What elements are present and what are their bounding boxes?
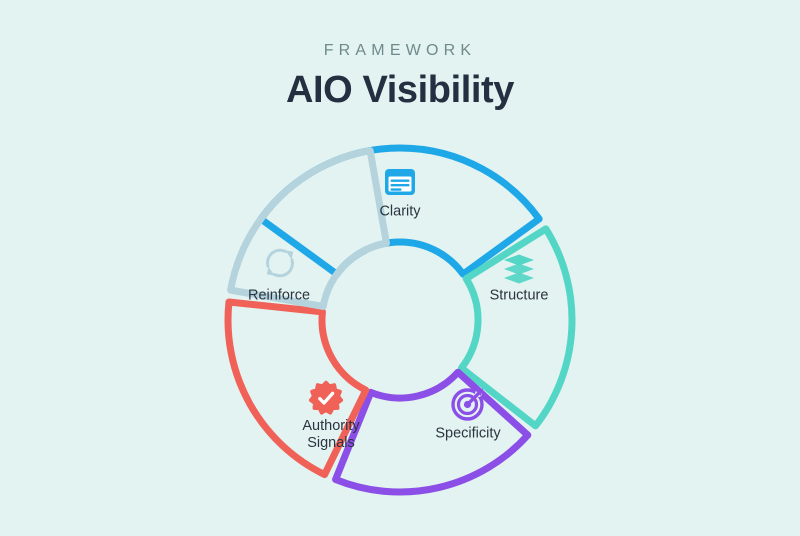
eyebrow-label: FRAMEWORK	[323, 42, 477, 59]
wheel-segment-reinforce[interactable]	[227, 147, 390, 310]
target-icon	[451, 388, 484, 421]
page-title: AIO Visibility	[285, 68, 515, 111]
verified-badge-icon	[308, 380, 344, 415]
article-icon	[385, 169, 415, 195]
wheel-segment-specificity[interactable]	[332, 368, 532, 496]
refresh-cycle-icon	[266, 248, 294, 278]
layers-icon	[504, 254, 534, 284]
wheel-segment-authority-signals[interactable]	[224, 298, 370, 479]
heading-block: FRAMEWORK AIO Visibility	[0, 42, 800, 112]
segment-layer	[224, 144, 576, 496]
wheel-segment-structure[interactable]	[457, 225, 576, 430]
icon-layer	[266, 169, 534, 421]
